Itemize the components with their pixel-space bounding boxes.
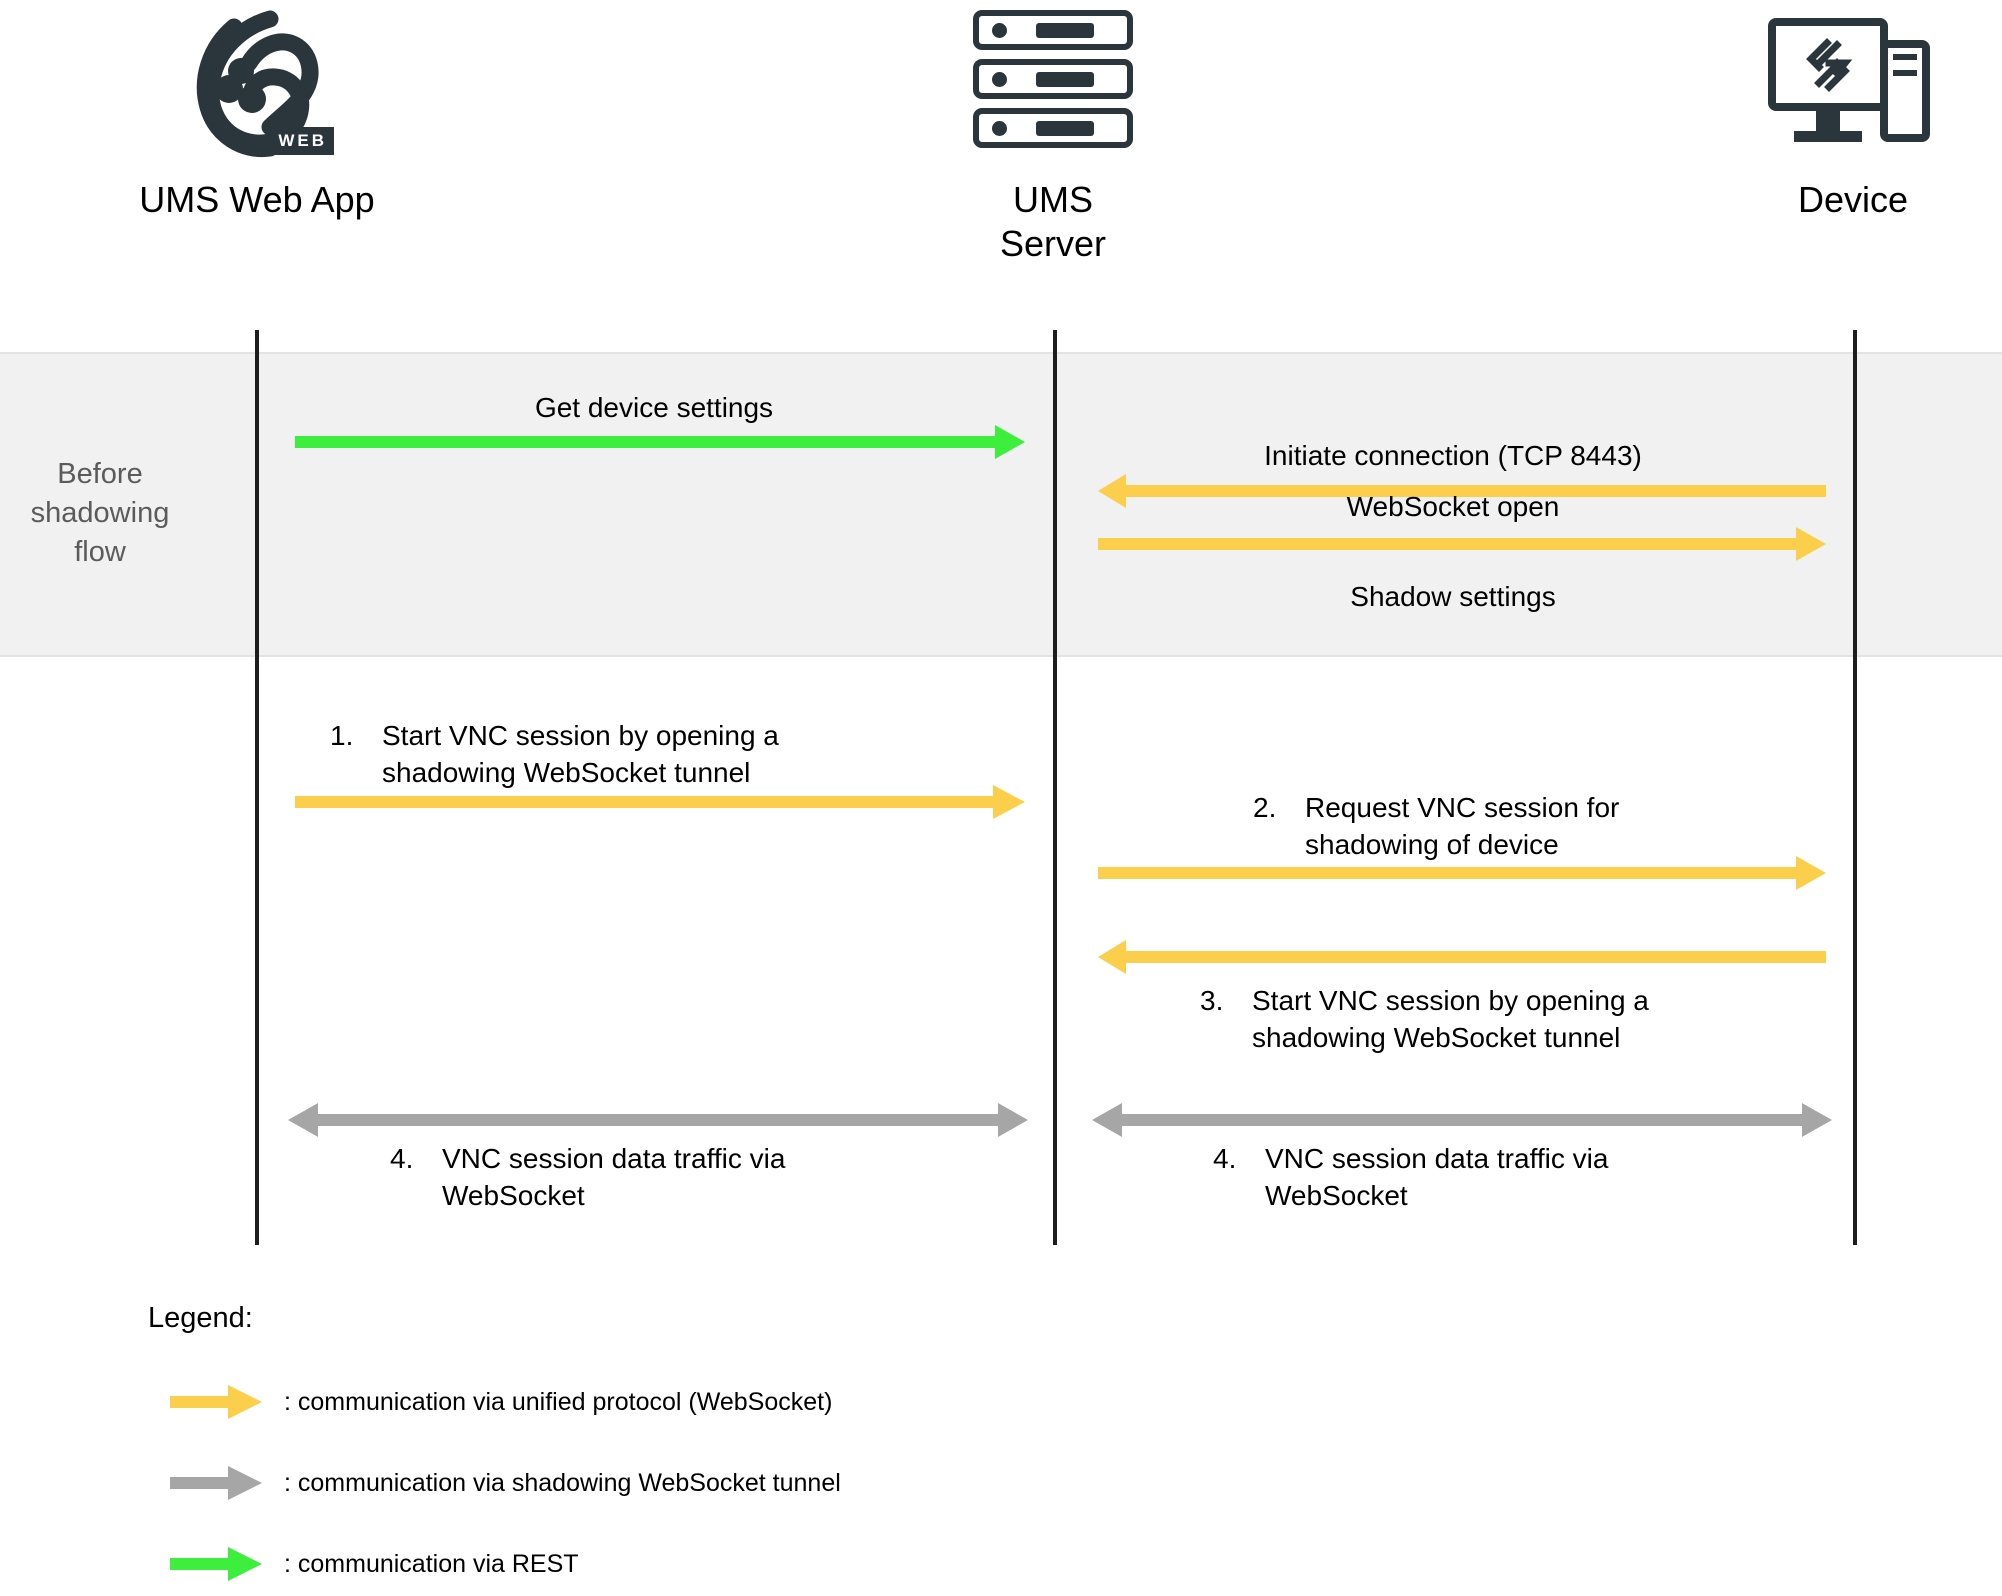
actor-label-ums-server: UMS Server xyxy=(999,179,1107,264)
lifeline-ums-server xyxy=(1053,330,1057,1245)
phase-band-before-shadowing xyxy=(0,352,2002,657)
legend-text-unified: : communication via unified protocol (We… xyxy=(284,1387,833,1416)
lifeline-device xyxy=(1853,330,1857,1245)
message-label-step-3: 3. Start VNC session by opening a shadowi… xyxy=(1200,982,1760,1056)
actor-label-ums-web-app: UMS Web App xyxy=(139,179,375,220)
rack-led-icon xyxy=(992,22,1007,38)
rack-bay-icon xyxy=(1036,120,1094,136)
legend-text-rest: : communication via REST xyxy=(284,1549,579,1578)
message-label-step-4-right: 4. VNC session data traffic via WebSocket xyxy=(1213,1140,1773,1214)
step-3-line2: shadowing WebSocket tunnel xyxy=(1252,1022,1621,1053)
step-number-4-left: 4. xyxy=(390,1143,414,1174)
rack-bay-icon xyxy=(1036,22,1094,38)
legend-entry-unified: : communication via unified protocol (We… xyxy=(170,1385,832,1419)
arrow-step-2 xyxy=(1098,856,1826,890)
phase-band-label: Before shadowing flow xyxy=(30,458,170,568)
step-4-right-line1: VNC session data traffic via xyxy=(1265,1143,1609,1174)
tower-slot-icon xyxy=(1893,54,1917,60)
step-4-left-line2: WebSocket xyxy=(442,1180,585,1211)
rack-led-icon xyxy=(992,71,1007,87)
actor-label-device: Device xyxy=(1797,179,1909,220)
actor-ums-web-app: WEB UMS Web App xyxy=(87,0,427,222)
step-number-3: 3. xyxy=(1200,985,1224,1016)
web-badge-label: WEB xyxy=(269,127,334,155)
arrow-websocket-open xyxy=(1098,527,1826,561)
step-number-4-right: 4. xyxy=(1213,1143,1237,1174)
ums-web-logo-icon: WEB xyxy=(87,0,427,170)
rack-bay-icon xyxy=(1036,71,1094,87)
legend-title: Legend: xyxy=(148,1302,253,1334)
arrow-step-3 xyxy=(1098,940,1826,974)
step-2-line2: shadowing of device xyxy=(1305,829,1559,860)
legend-entry-tunnel: : communication via shadowing WebSocket … xyxy=(170,1466,841,1500)
step-number-2: 2. xyxy=(1253,792,1277,823)
message-label-websocket-open: WebSocket open xyxy=(1346,491,1560,522)
monitor-foot-icon xyxy=(1794,131,1862,142)
message-label-step-2: 2. Request VNC session for shadowing of d… xyxy=(1253,789,1693,863)
arrow-step-1 xyxy=(295,785,1025,819)
actor-device: Device xyxy=(1683,0,2002,222)
legend-arrow-rest-icon xyxy=(170,1547,262,1581)
message-label-step-4-left: 4. VNC session data traffic via WebSocket xyxy=(390,1140,950,1214)
arrow-step-4-left xyxy=(288,1103,1028,1137)
step-number-1: 1. xyxy=(330,720,354,751)
arrow-get-device-settings xyxy=(295,425,1025,459)
step-1-line2: shadowing WebSocket tunnel xyxy=(382,757,751,788)
legend-arrow-tunnel-icon xyxy=(170,1466,262,1500)
step-4-left-line1: VNC session data traffic via xyxy=(442,1143,786,1174)
arrow-initiate-connection xyxy=(1098,474,1826,508)
message-label-step-1: 1. Start VNC session by opening a shadowi… xyxy=(330,717,990,791)
step-1-line1: Start VNC session by opening a xyxy=(382,720,779,751)
tower-slot-icon xyxy=(1893,70,1917,76)
message-label-initiate-connection: Initiate connection (TCP 8443) xyxy=(1264,440,1642,471)
step-2-line1: Request VNC session for xyxy=(1305,792,1620,823)
message-label-shadow-settings: Shadow settings xyxy=(1350,581,1556,612)
legend-arrow-unified-icon xyxy=(170,1385,262,1419)
arrow-step-4-right xyxy=(1092,1103,1832,1137)
message-label-get-device-settings: Get device settings xyxy=(534,392,774,423)
desktop-computer-icon xyxy=(1683,0,2002,170)
device-brand-glyph xyxy=(1806,37,1853,92)
server-rack-unit xyxy=(973,108,1133,148)
step-4-right-line2: WebSocket xyxy=(1265,1180,1408,1211)
step-3-line1: Start VNC session by opening a xyxy=(1252,985,1649,1016)
legend-entry-rest: : communication via REST xyxy=(170,1547,579,1581)
server-rack-unit xyxy=(973,10,1133,50)
server-rack-unit xyxy=(973,59,1133,99)
actor-ums-server: UMS Server xyxy=(883,0,1223,266)
monitor-screen-icon xyxy=(1768,18,1888,111)
legend-text-tunnel: : communication via shadowing WebSocket … xyxy=(284,1468,841,1497)
rack-led-icon xyxy=(992,120,1007,136)
server-rack-icon xyxy=(883,0,1223,170)
lifeline-ums-web-app xyxy=(255,330,259,1245)
